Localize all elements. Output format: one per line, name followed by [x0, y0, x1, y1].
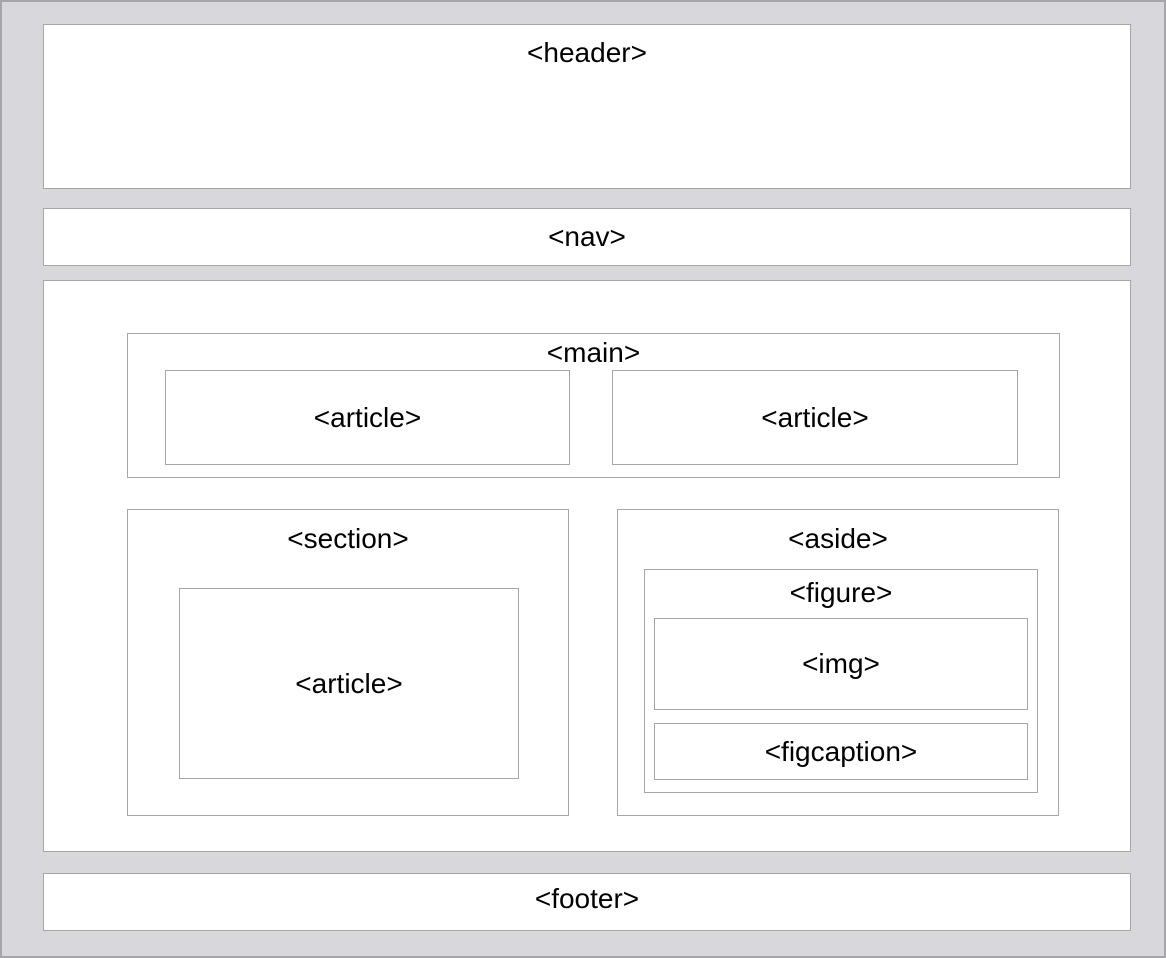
article-box-right: <article>	[612, 370, 1018, 465]
article-box-left: <article>	[165, 370, 570, 465]
article-label: <article>	[761, 401, 869, 433]
main-label: <main>	[546, 337, 641, 368]
main-box: <main> <article> <article>	[127, 333, 1060, 478]
article-label: <article>	[313, 401, 422, 433]
content-wrapper-box: <main> <article> <article> <section> <ar…	[43, 280, 1131, 852]
header-label: <header>	[527, 37, 647, 68]
aside-label: <aside>	[788, 523, 888, 554]
footer-box: <footer>	[43, 873, 1131, 931]
article-label: <article>	[295, 667, 403, 699]
figure-box: <figure> <img> <figcaption>	[644, 569, 1038, 793]
aside-box: <aside> <figure> <img> <figcaption>	[617, 509, 1059, 816]
footer-label: <footer>	[534, 883, 640, 914]
section-box: <section> <article>	[127, 509, 569, 816]
section-label: <section>	[287, 523, 409, 554]
nav-label: <nav>	[548, 221, 626, 252]
img-label: <img>	[802, 648, 880, 679]
img-box: <img>	[654, 618, 1028, 710]
figcaption-label: <figcaption>	[764, 735, 918, 767]
nav-box: <nav>	[43, 208, 1131, 266]
article-box-in-section: <article>	[179, 588, 519, 779]
header-box: <header>	[43, 24, 1131, 189]
figure-label: <figure>	[789, 577, 893, 608]
figcaption-box: <figcaption>	[654, 723, 1028, 780]
